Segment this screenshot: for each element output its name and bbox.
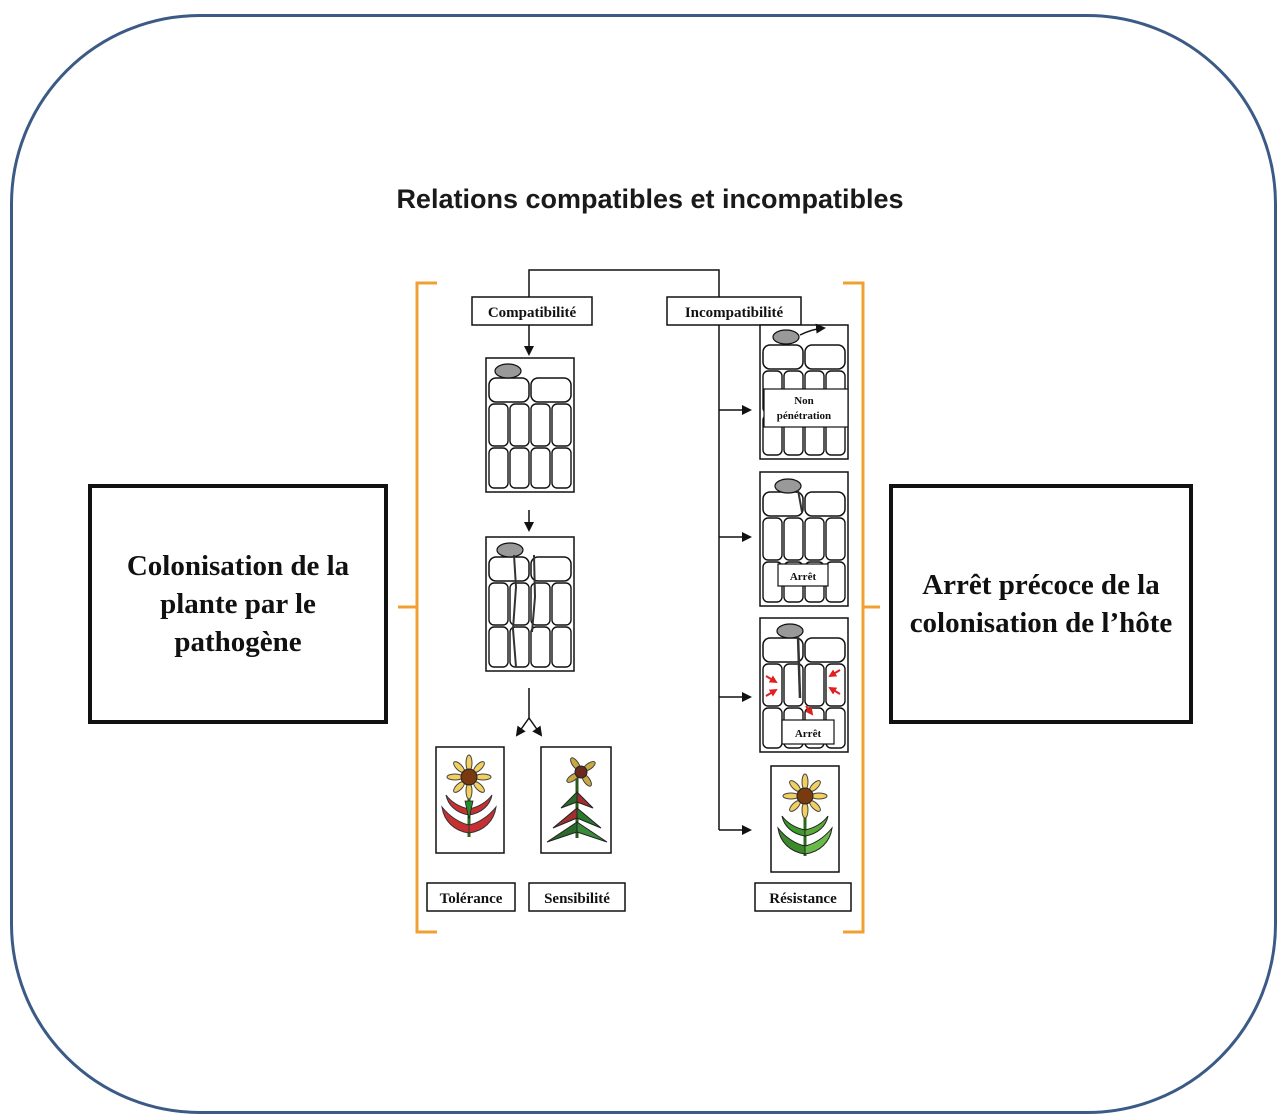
cell-panel-non-penetration: Non pénétration — [759, 323, 849, 460]
sensibilite-label: Sensibilité — [544, 891, 610, 907]
compatible-box — [471, 296, 593, 326]
resistance-box — [754, 882, 852, 912]
split-arrow-right — [528, 717, 543, 737]
incompatible-label: Incompatibilité — [685, 305, 784, 321]
plant-panel-sensibilite — [540, 746, 612, 854]
diagram-title: Relations compatibles et incompatibles — [396, 184, 904, 214]
cell-panel-compatible-2 — [485, 536, 575, 672]
plant-panel-resistance — [770, 765, 840, 873]
split-arrow-left — [515, 717, 530, 737]
tolerance-box — [426, 882, 516, 912]
left-summary-box: Colonisation de la plante par le pathogè… — [88, 484, 388, 724]
cell-panel-arret-2: Arrêt — [759, 617, 849, 753]
non-penetration-text-1: Non — [794, 395, 814, 407]
right-summary-box: Arrêt précoce de la colonisation de l’hô… — [889, 484, 1193, 724]
cell-panel-arret-1: Arrêt — [759, 471, 849, 607]
left-bracket — [415, 281, 437, 934]
resistance-label: Résistance — [769, 891, 837, 907]
plant-panel-tolerance — [435, 746, 505, 854]
diagram-canvas: Compatibilité Incompatibilité — [398, 269, 880, 934]
arret-text-1: Arrêt — [790, 571, 817, 583]
compatible-label: Compatibilité — [488, 305, 577, 321]
tolerance-label: Tolérance — [440, 891, 503, 907]
sensibilite-box — [528, 882, 626, 912]
non-penetration-text-2: pénétration — [777, 410, 831, 422]
arret-text-2: Arrêt — [795, 728, 822, 740]
left-summary-text: Colonisation de la plante par le pathogè… — [126, 550, 350, 658]
branch-connector — [528, 269, 720, 297]
right-summary-text: Arrêt précoce de la colonisation de l’hô… — [909, 569, 1173, 639]
cell-panel-compatible-1 — [485, 357, 575, 493]
incompatible-box — [666, 296, 802, 326]
